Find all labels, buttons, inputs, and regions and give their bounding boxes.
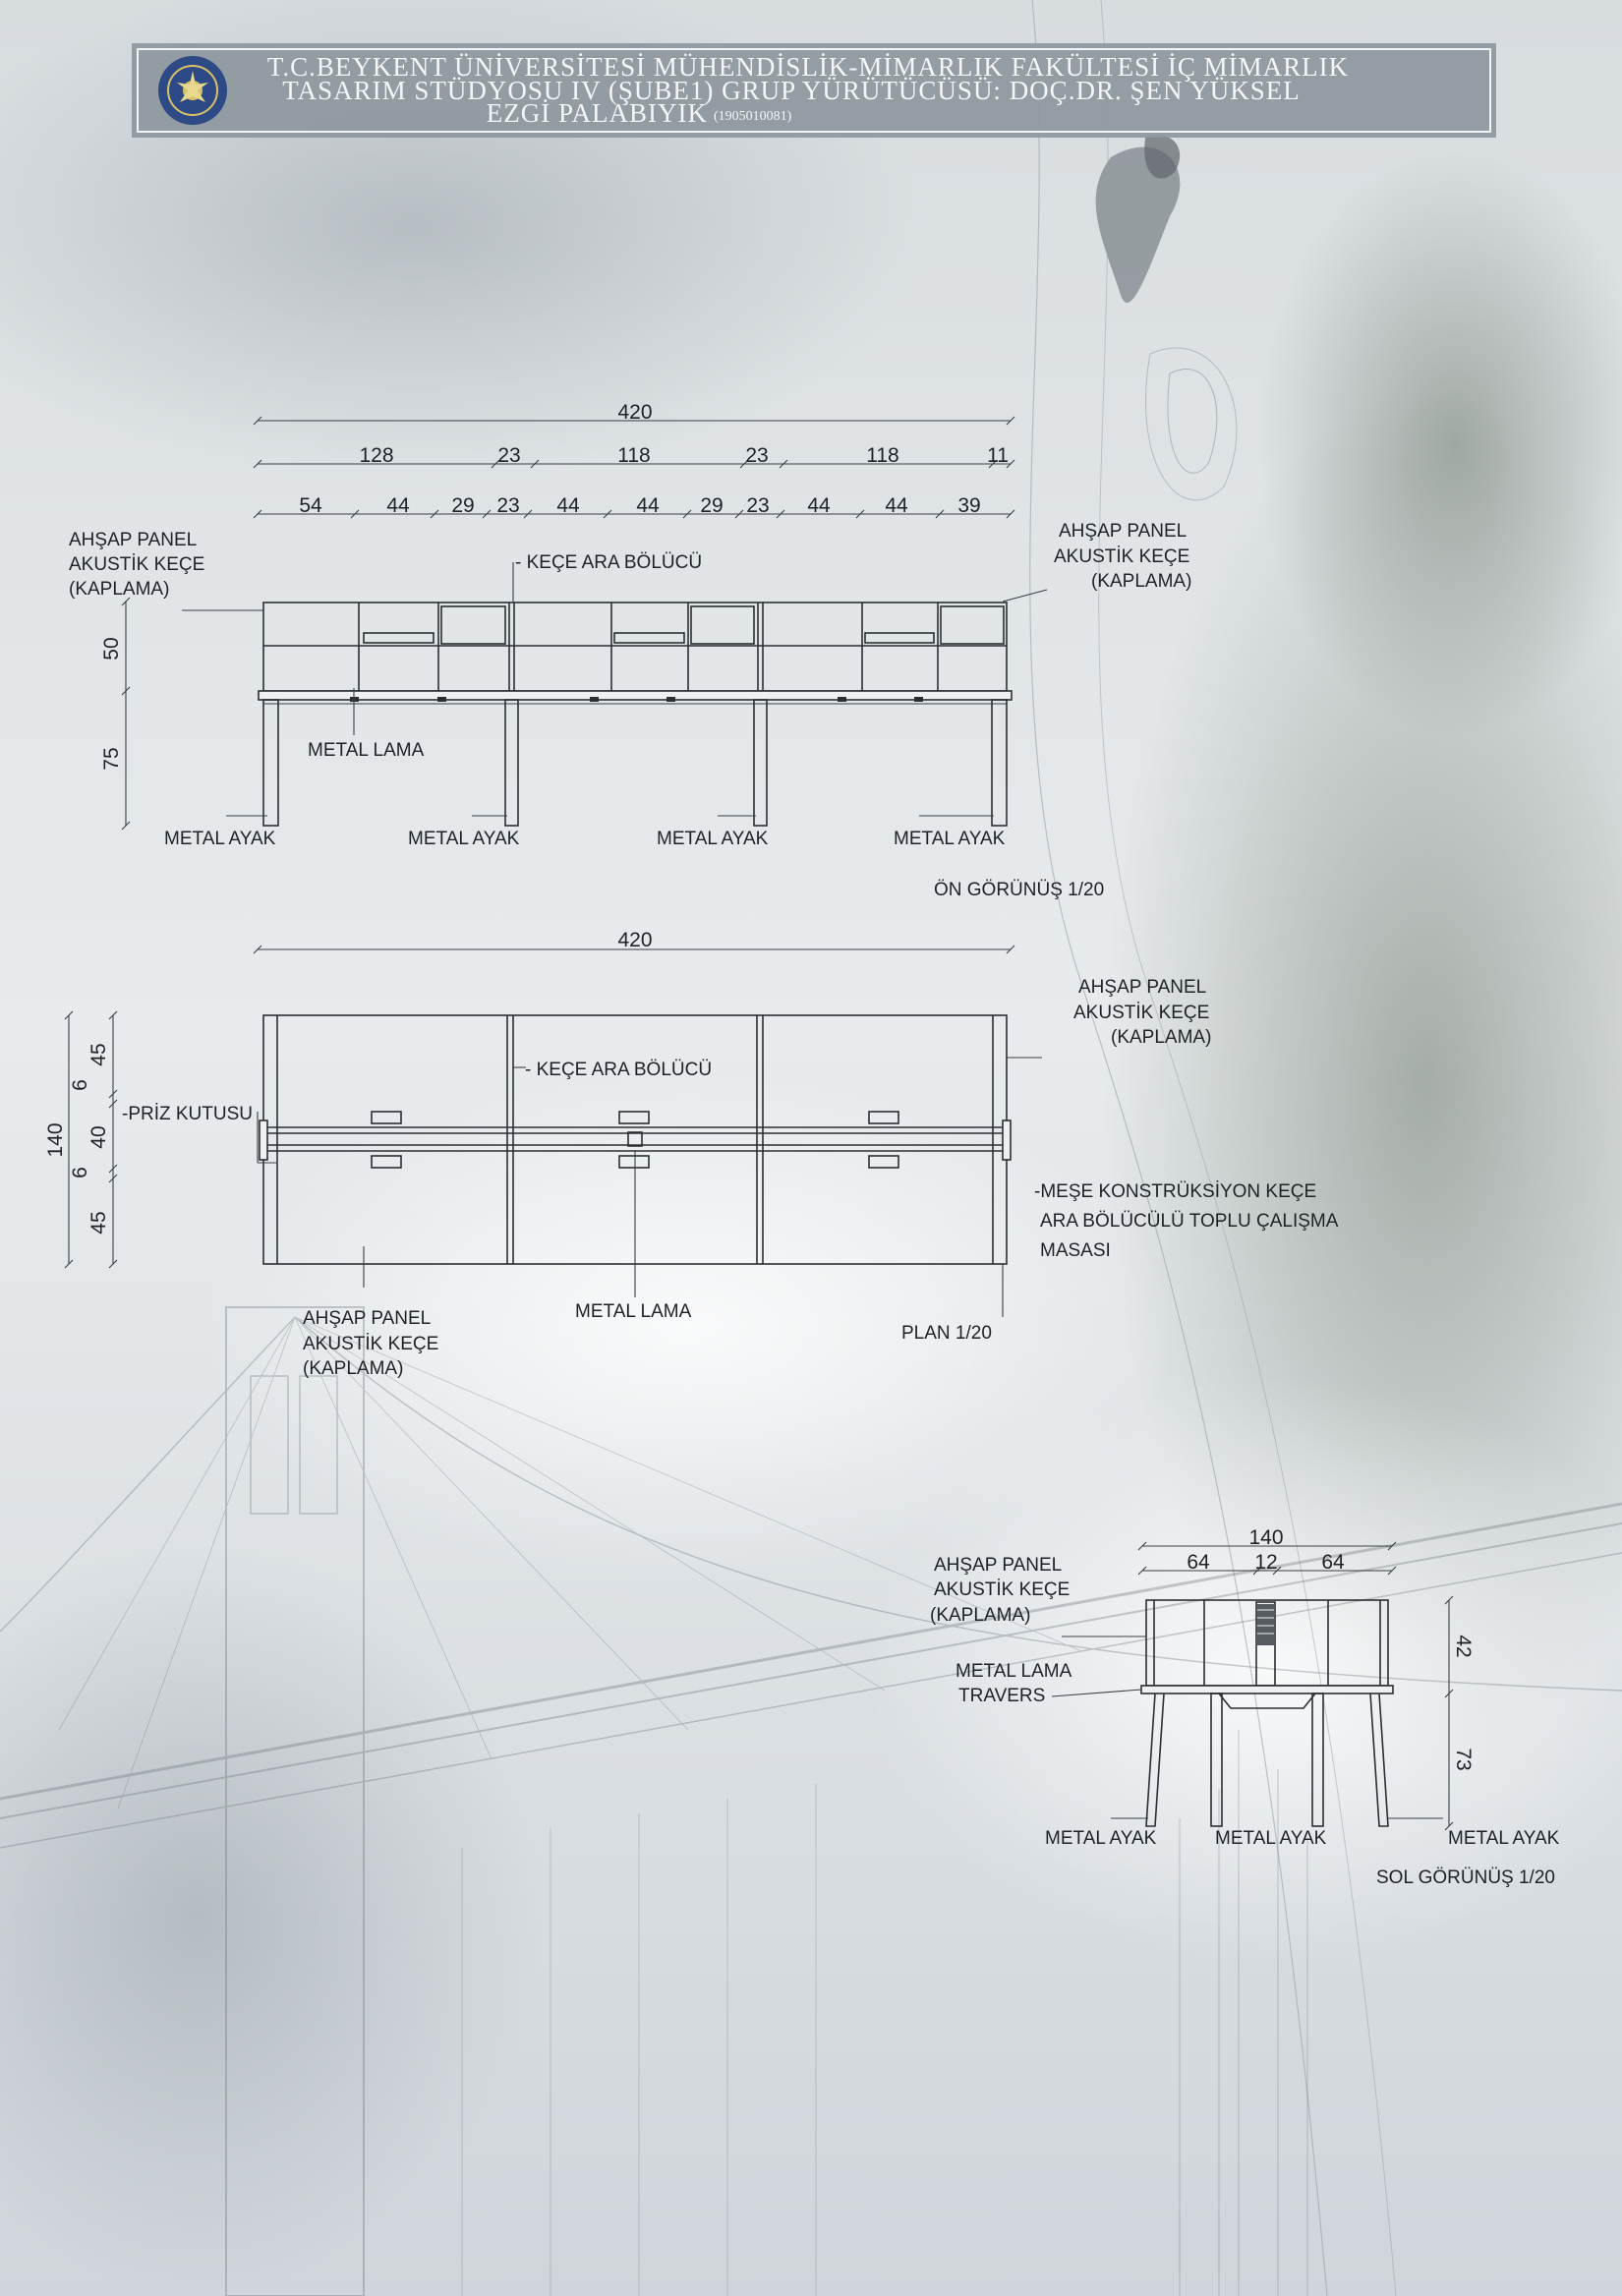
front-height-dims bbox=[121, 597, 131, 831]
plan-label-divider: - KEÇE ARA BÖLÜCÜ bbox=[525, 1060, 712, 1080]
front-leader-lines bbox=[182, 562, 1048, 817]
description-line: ARA BÖLÜCÜLÜ TOPLU ÇALIŞMA bbox=[1040, 1211, 1339, 1232]
plan-total-dim: 420 bbox=[617, 929, 652, 951]
front-view-drawing: 420 128 23 118 23 118 11 54 44 29 23 44 … bbox=[69, 401, 1191, 900]
front-dims-row-2: 128 23 118 23 118 11 bbox=[359, 444, 1008, 467]
front-dims-row-3: 54 44 29 23 44 44 29 23 44 44 39 bbox=[299, 494, 980, 517]
plan-view-caption: PLAN 1/20 bbox=[901, 1323, 992, 1344]
title-block: T.C.BEYKENT ÜNİVERSİTESİ MÜHENDİSLİK-MİM… bbox=[132, 43, 1496, 138]
side-view-caption: SOL GÖRÜNÜŞ 1/20 bbox=[1376, 1867, 1555, 1888]
label-line: AHŞAP PANEL bbox=[934, 1555, 1062, 1576]
front-label-leg-3: METAL AYAK bbox=[657, 829, 769, 849]
label-line: AHŞAP PANEL bbox=[1078, 977, 1206, 998]
plan-label-metal-lama: METAL LAMA bbox=[575, 1301, 692, 1322]
dim-label: 44 bbox=[386, 494, 410, 517]
plan-leader-lines bbox=[257, 1057, 1042, 1317]
plan-depth-dims bbox=[64, 1010, 118, 1269]
label-line: AKUSTİK KEÇE bbox=[303, 1334, 438, 1354]
side-dim-64-left: 64 bbox=[1187, 1551, 1210, 1574]
dim-label: 128 bbox=[359, 444, 393, 467]
front-label-panel-left: AHŞAP PANEL AKUSTİK KEÇE (KAPLAMA) bbox=[69, 530, 204, 600]
dim-label: 23 bbox=[746, 494, 769, 517]
dim-label: 44 bbox=[807, 494, 831, 517]
front-desk-outline bbox=[258, 602, 1013, 827]
front-label-leg-4: METAL AYAK bbox=[894, 829, 1006, 849]
university-seal-icon bbox=[158, 56, 227, 125]
side-label-lama: METAL LAMA TRAVERS bbox=[956, 1661, 1072, 1706]
plan-label-priz: -PRİZ KUTUSU bbox=[122, 1104, 253, 1124]
dim-label: 118 bbox=[617, 444, 650, 467]
label-line: AHŞAP PANEL bbox=[1059, 521, 1187, 542]
dim-label: 29 bbox=[700, 494, 723, 517]
label-line: METAL LAMA bbox=[956, 1661, 1072, 1682]
dim-label: 118 bbox=[866, 444, 898, 467]
label-line: AKUSTİK KEÇE bbox=[69, 554, 204, 575]
plan-label-panel-bottom: AHŞAP PANEL AKUSTİK KEÇE (KAPLAMA) bbox=[303, 1308, 438, 1379]
dim-label: 44 bbox=[556, 494, 580, 517]
description-line: MASASI bbox=[1040, 1240, 1111, 1261]
dim-label: 44 bbox=[636, 494, 660, 517]
side-height-42: 42 bbox=[1452, 1635, 1475, 1657]
description-line: -MEŞE KONSTRÜKSİYON KEÇE bbox=[1034, 1181, 1316, 1202]
dim-label: 44 bbox=[885, 494, 908, 517]
title-line-1: T.C.BEYKENT ÜNİVERSİTESİ MÜHENDİSLİK-MİM… bbox=[267, 52, 1349, 82]
plan-dim-6-bottom: 6 bbox=[69, 1167, 91, 1178]
plan-dim-45-top: 45 bbox=[87, 1043, 110, 1065]
dim-label: 23 bbox=[497, 444, 520, 467]
student-name: EZGİ PALABIYIK bbox=[487, 98, 708, 128]
side-label-leg-3: METAL AYAK bbox=[1448, 1828, 1560, 1849]
side-label-panel: AHŞAP PANEL AKUSTİK KEÇE (KAPLAMA) bbox=[930, 1555, 1070, 1626]
bridge-background-illustration bbox=[0, 1306, 1622, 2296]
dim-label: 29 bbox=[451, 494, 474, 517]
front-height-50: 50 bbox=[100, 637, 123, 660]
plan-view-drawing: 420 140 4 bbox=[44, 929, 1339, 1379]
side-total-dim: 140 bbox=[1248, 1526, 1283, 1549]
label-line: AHŞAP PANEL bbox=[69, 530, 197, 550]
label-line: (KAPLAMA) bbox=[1111, 1027, 1211, 1048]
plan-dim-6-top: 6 bbox=[69, 1079, 91, 1091]
dim-label: 11 bbox=[987, 444, 1009, 467]
front-height-75: 75 bbox=[100, 747, 123, 770]
title-line-2: TASARIM STÜDYOSU IV (ŞUBE1) GRUP YÜRÜTÜC… bbox=[282, 76, 1300, 105]
front-label-leg-2: METAL AYAK bbox=[408, 829, 520, 849]
side-leader-lines bbox=[1051, 1636, 1443, 1819]
side-height-dims bbox=[1444, 1595, 1454, 1831]
front-label-panel-right: AHŞAP PANEL AKUSTİK KEÇE (KAPLAMA) bbox=[1054, 521, 1191, 592]
side-label-leg-2: METAL AYAK bbox=[1215, 1828, 1327, 1849]
label-line: AKUSTİK KEÇE bbox=[1073, 1003, 1209, 1023]
front-label-divider: - KEÇE ARA BÖLÜCÜ bbox=[515, 552, 702, 573]
plan-overall-depth: 140 bbox=[44, 1122, 67, 1157]
dim-label: 39 bbox=[957, 494, 980, 517]
label-line: (KAPLAMA) bbox=[930, 1605, 1030, 1626]
front-label-leg-1: METAL AYAK bbox=[164, 829, 276, 849]
side-view-drawing: 140 64 12 64 42 73 bbox=[930, 1526, 1560, 1888]
dim-label: 54 bbox=[299, 494, 322, 517]
front-label-metal-lama: METAL LAMA bbox=[308, 740, 425, 761]
side-dim-64-right: 64 bbox=[1321, 1551, 1345, 1574]
side-label-leg-1: METAL AYAK bbox=[1045, 1828, 1157, 1849]
label-line: AHŞAP PANEL bbox=[303, 1308, 431, 1329]
plan-label-panel-right: AHŞAP PANEL AKUSTİK KEÇE (KAPLAMA) bbox=[1073, 977, 1211, 1048]
side-height-73: 73 bbox=[1452, 1748, 1475, 1770]
front-dimension-lines bbox=[253, 416, 1015, 519]
dim-label: 23 bbox=[745, 444, 768, 467]
student-number: (1905010081) bbox=[714, 109, 792, 124]
label-line: TRAVERS bbox=[958, 1686, 1045, 1706]
front-total-dim: 420 bbox=[617, 401, 652, 424]
label-line: AKUSTİK KEÇE bbox=[1054, 546, 1189, 567]
label-line: (KAPLAMA) bbox=[303, 1358, 403, 1379]
plan-dim-45-bottom: 45 bbox=[87, 1211, 110, 1234]
front-view-caption: ÖN GÖRÜNÜŞ 1/20 bbox=[934, 880, 1104, 900]
side-dim-12: 12 bbox=[1254, 1551, 1277, 1574]
dim-label: 23 bbox=[496, 494, 519, 517]
plan-description: -MEŞE KONSTRÜKSİYON KEÇE ARA BÖLÜCÜLÜ TO… bbox=[1034, 1181, 1339, 1261]
label-line: AKUSTİK KEÇE bbox=[934, 1579, 1070, 1600]
label-line: (KAPLAMA) bbox=[1091, 571, 1191, 592]
plan-dim-40: 40 bbox=[87, 1125, 110, 1148]
label-line: (KAPLAMA) bbox=[69, 579, 169, 600]
